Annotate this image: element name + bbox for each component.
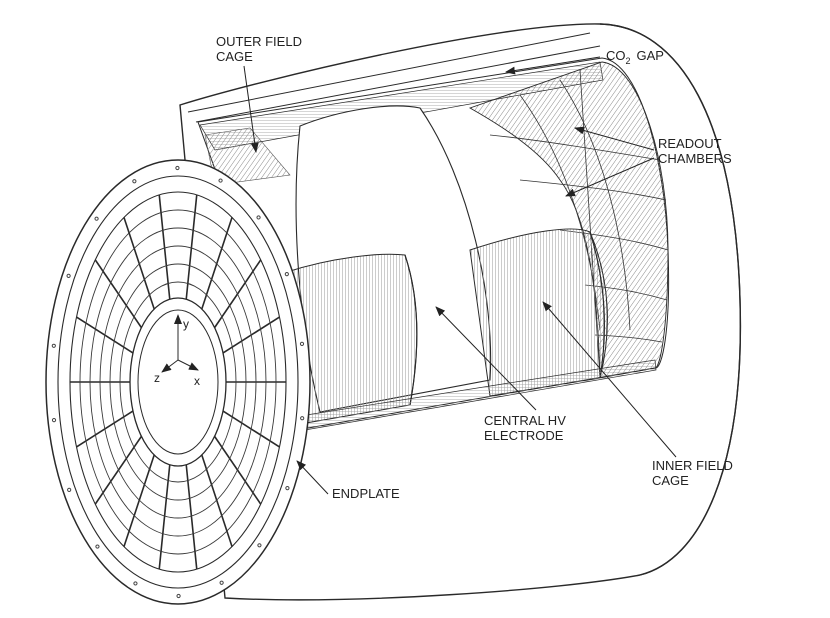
endplate-bolt-hole [175, 165, 180, 171]
leader-endplate [296, 460, 329, 495]
endplate-sector-ring [89, 227, 267, 537]
endplate-bolt-hole [51, 418, 57, 423]
endplate-spoke [76, 408, 138, 448]
endplate-bolt-hole [285, 486, 290, 491]
endplate-bolt-hole [299, 341, 305, 346]
endplate-sector-ring [109, 263, 247, 501]
cylinder-far-edge [599, 23, 742, 576]
label-outer-field-cage-line2: CAGE [216, 49, 253, 64]
outer-shell-line [195, 45, 601, 123]
endplate-bolt-hole [257, 543, 262, 548]
endplate-bolt-hole [95, 544, 100, 549]
leader-central-hv [435, 306, 537, 411]
inner-field-cage-far-rim [589, 231, 605, 379]
axis-label-y: y [183, 317, 189, 331]
label-central-hv-line1: CENTRAL HV [484, 413, 566, 428]
endplate-spoke [94, 431, 145, 505]
endplate-spoke [211, 259, 262, 333]
label-endplate: ENDPLATE [332, 486, 400, 501]
endplate-spoke [184, 194, 198, 306]
endplate-bolt-hole [218, 178, 223, 183]
endplate-spoke [211, 431, 262, 505]
endplate-bolt-hole [67, 487, 72, 492]
endplate-spoke [123, 217, 157, 315]
endplate-spoke [218, 316, 280, 356]
leader-co2-gap [505, 56, 601, 75]
endplate-bolt-hole [256, 215, 261, 220]
endplate-bolt-hole [300, 416, 305, 421]
endplate [45, 159, 311, 605]
leader-outer-field-cage [243, 65, 259, 153]
endplate-bolt-hole [66, 273, 71, 278]
leader-readout-2 [565, 157, 655, 197]
endplate-sector-ring [119, 281, 237, 483]
endplate-sector-ring [99, 245, 257, 519]
axis-label-z: z [154, 371, 160, 385]
label-readout-line1: READOUT [658, 136, 722, 151]
endplate-spoke [158, 458, 172, 570]
endplate-bolt-hole [133, 581, 138, 586]
coordinate-axes [161, 314, 199, 373]
label-inner-field-cage-line1: INNER FIELD [652, 458, 733, 473]
endplate-sector-ring [79, 209, 277, 555]
cutaway-interior [197, 57, 670, 431]
endplate-spoke [199, 217, 233, 315]
endplate-spoke [199, 449, 233, 547]
endplate-bolt-hole [94, 216, 99, 221]
endplate-bolt-hole [176, 593, 181, 599]
endplate-bolt-hole [284, 272, 289, 277]
label-readout-line2: CHAMBERS [658, 151, 732, 166]
outer-shell-line [187, 32, 591, 113]
leader-readout-1 [574, 126, 655, 151]
endplate-spoke [94, 259, 145, 333]
endplate-bolt-hole [219, 580, 224, 585]
label-central-hv-line2: ELECTRODE [484, 428, 564, 443]
leader-inner-field-cage [542, 301, 677, 458]
endplate-spokes [51, 165, 305, 599]
endplate-sector-rings [79, 209, 277, 555]
endplate-spoke [184, 458, 198, 570]
label-outer-field-cage-line1: OUTER FIELD [216, 34, 302, 49]
axis-label-x: x [194, 374, 200, 388]
endplate-spoke [218, 408, 280, 448]
endplate-bolt-hole [51, 343, 56, 348]
endplate-spoke [158, 194, 172, 306]
label-inner-field-cage-line2: CAGE [652, 473, 689, 488]
endplate-inner-ring [137, 309, 219, 455]
endplate-spoke [123, 449, 157, 547]
endplate-spoke [76, 316, 138, 356]
endplate-bolt-hole [132, 179, 137, 184]
inner-field-cage-near-rim [404, 254, 418, 406]
